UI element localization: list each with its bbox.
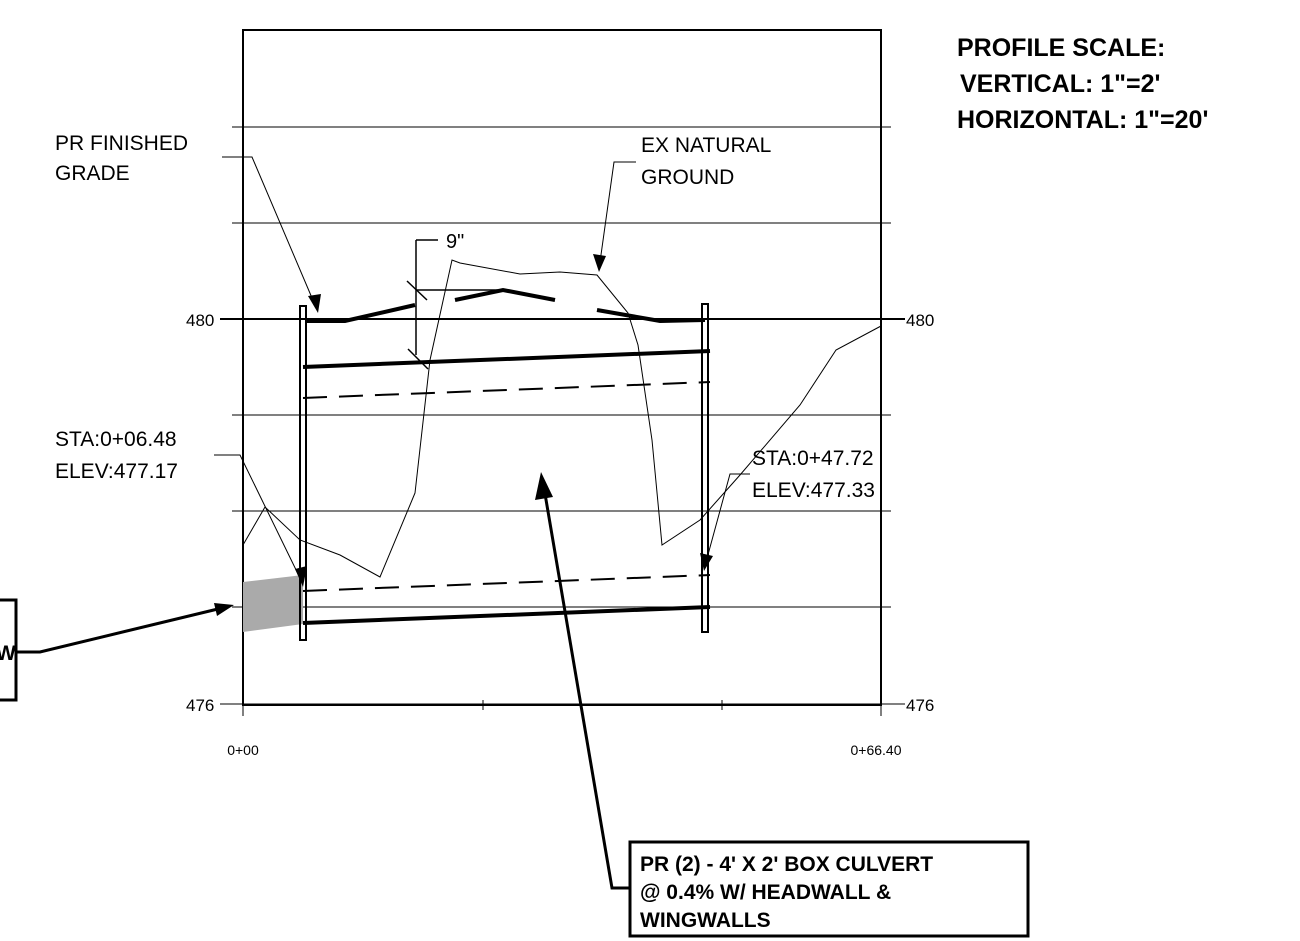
natural-ground-arrowhead	[593, 254, 606, 272]
inlet-elevation-label: ELEV:477.17	[55, 460, 178, 483]
elevation-label-480-right: 480	[906, 311, 934, 330]
outlet-headwall	[701, 303, 709, 633]
station-label-end: 0+66.40	[851, 742, 902, 758]
station-ticks	[242, 700, 882, 716]
culvert-leader	[541, 481, 630, 890]
finished-grade-line	[305, 287, 706, 324]
culvert-inner-top-dashed	[302, 381, 711, 399]
cover-dimension	[406, 239, 500, 370]
elevation-label-476-left: 476	[186, 696, 214, 715]
scale-vertical: VERTICAL: 1"=2'	[960, 70, 1160, 98]
left-callout-box	[0, 598, 18, 702]
left-callout-text: W	[0, 642, 16, 665]
existing-ground-line	[242, 259, 882, 578]
outlet-leader	[705, 473, 750, 563]
scale-horizontal: HORIZONTAL: 1"=20'	[957, 106, 1208, 134]
culvert-callout-line3: WINGWALLS	[640, 909, 771, 932]
inlet-station-label: STA:0+06.48	[55, 428, 177, 451]
natural-ground-label-line2: GROUND	[641, 166, 734, 189]
elevation-label-476-right: 476	[906, 696, 934, 715]
culvert-inner-bottom-dashed	[302, 574, 711, 592]
finished-grade-label-line1: PR FINISHED	[55, 132, 188, 155]
finished-grade-arrowhead	[308, 294, 321, 313]
outlet-elevation-label: ELEV:477.33	[752, 479, 875, 502]
culvert-arrowhead	[535, 472, 553, 500]
culvert-callout-line2: @ 0.4% W/ HEADWALL &	[640, 881, 891, 904]
elevation-grid	[220, 126, 905, 705]
elevation-label-480-left: 480	[186, 311, 214, 330]
left-callout-leader	[16, 606, 223, 654]
left-callout-arrowhead	[214, 603, 234, 616]
profile-frame	[242, 29, 882, 706]
culvert-callout-box	[628, 840, 1030, 938]
inlet-apron-fill	[243, 575, 303, 632]
inlet-arrowhead	[295, 566, 307, 587]
natural-ground-label-line1: EX NATURAL	[641, 134, 771, 157]
inlet-headwall	[299, 305, 307, 641]
natural-ground-leader	[599, 161, 636, 263]
inlet-leader	[214, 454, 301, 579]
outlet-station-label: STA:0+47.72	[752, 447, 874, 470]
cover-dimension-label: 9"	[446, 231, 464, 253]
culvert-bottom-line	[302, 605, 711, 625]
finished-grade-leader	[222, 156, 316, 306]
scale-title: PROFILE SCALE:	[957, 34, 1165, 62]
culvert-callout-line1: PR (2) - 4' X 2' BOX CULVERT	[640, 853, 933, 876]
finished-grade-label-line2: GRADE	[55, 162, 130, 185]
outlet-arrowhead	[700, 553, 713, 571]
culvert-top-line	[302, 349, 711, 369]
station-label-start: 0+00	[227, 742, 259, 758]
